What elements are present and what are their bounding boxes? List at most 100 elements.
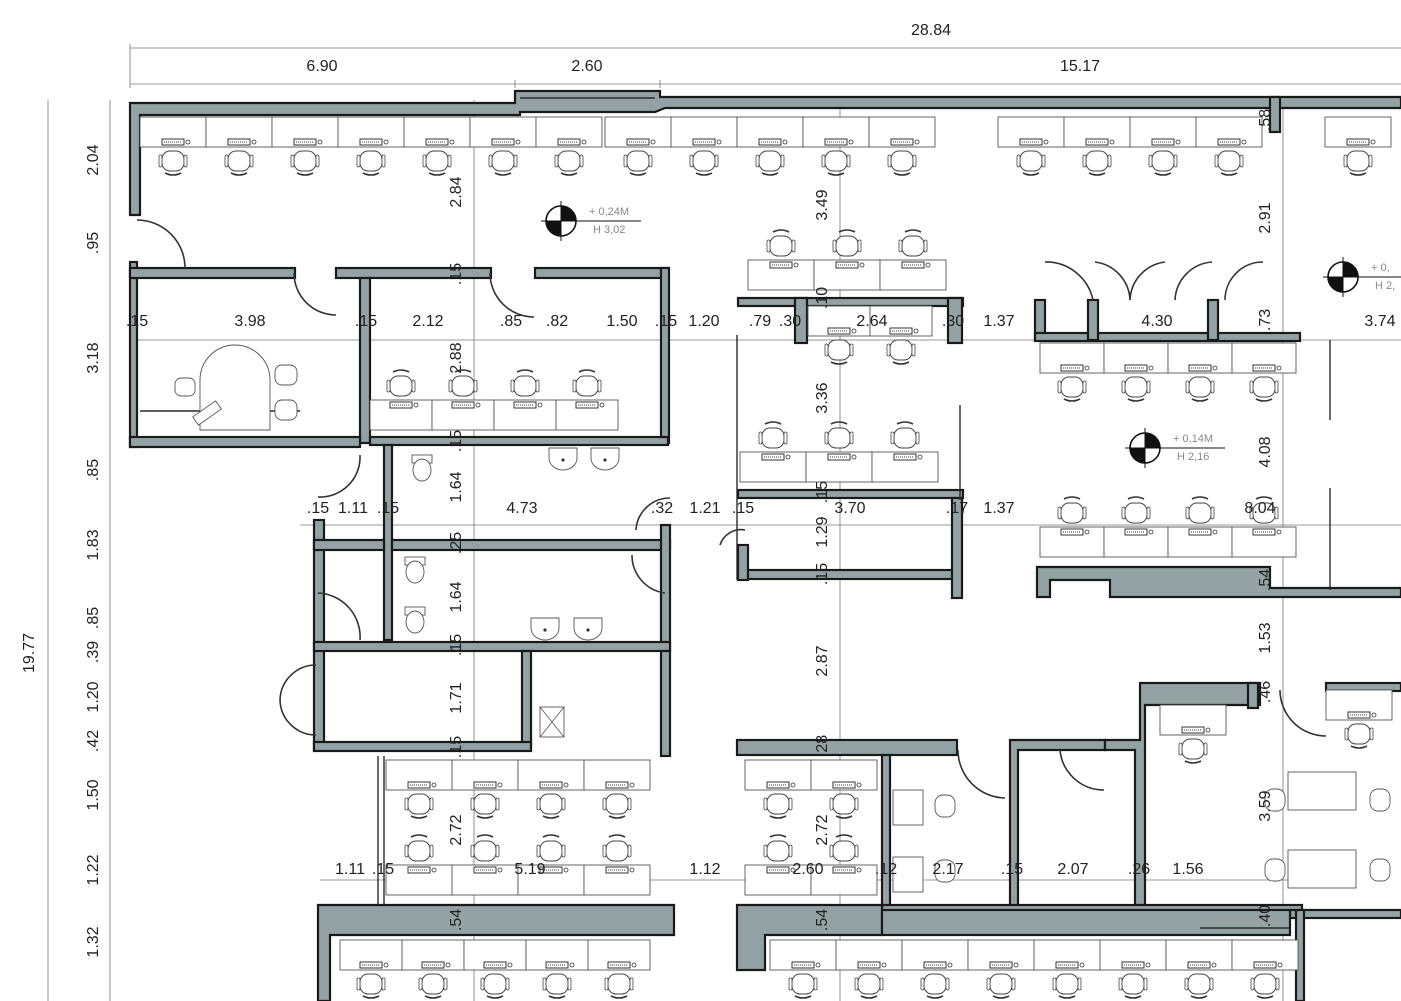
level-marker-top: + 0,: [1371, 262, 1390, 274]
dim-col-1: 2.88: [448, 342, 465, 373]
workstation: [604, 116, 672, 176]
workstation: [337, 116, 405, 176]
workstation: [739, 421, 807, 483]
dim-row-c: 1.12: [689, 861, 720, 878]
workstation: [385, 759, 453, 819]
workstation: [769, 939, 837, 999]
dim-col-2: 1.29: [814, 516, 831, 547]
workstation: [901, 939, 969, 999]
workstation: [517, 834, 585, 896]
dim-row-c: .15: [372, 861, 394, 878]
dim-col-2: .10: [814, 287, 831, 309]
dim-col-2: 3.49: [814, 189, 831, 220]
dim-col-1: 1.64: [448, 471, 465, 502]
dim-overall-height: 19.77: [21, 633, 38, 673]
dim-col-1: .54: [448, 909, 465, 931]
dim-row-a: 2.64: [856, 313, 887, 330]
workstation: [869, 305, 933, 365]
workstation: [401, 939, 465, 999]
workstation: [744, 834, 812, 896]
door-swings: [136, 219, 1327, 799]
workstation: [525, 939, 589, 999]
dim-left: 1.22: [85, 854, 102, 885]
dim-row-a: .15: [126, 313, 148, 330]
workstation: [1033, 939, 1101, 999]
level-marker-bottom: H 2,16: [1177, 451, 1209, 463]
workstation: [369, 369, 433, 431]
dim-row-a: 3.98: [234, 313, 265, 330]
workstation: [431, 369, 495, 431]
dim-col-1: 1.71: [448, 682, 465, 713]
dim-col-2: 2.72: [814, 814, 831, 845]
workstation: [879, 229, 947, 291]
side-office-desks: [892, 771, 1391, 893]
workstation: [1039, 496, 1105, 558]
window-lines: [140, 97, 1331, 929]
dim-row-b: 3.70: [834, 500, 865, 517]
dim-row-b: 4.73: [506, 500, 537, 517]
dim-left: 1.32: [85, 926, 102, 957]
level-marker: + 0, H 2,: [1323, 257, 1401, 297]
dim-row-a: .82: [546, 313, 568, 330]
dim-row-a: .85: [500, 313, 522, 330]
manager-desk: [174, 344, 298, 431]
dim-row-a: .79: [749, 313, 771, 330]
workstation: [271, 116, 339, 176]
dimension-labels: 28.84 6.90 2.60 15.17 2.04 .95 3.18 .85 …: [21, 22, 1396, 958]
workstation: [451, 759, 519, 819]
workstation: [1195, 116, 1263, 176]
dim-row-b: 1.11: [338, 500, 368, 517]
workstation: [997, 116, 1065, 176]
workstation: [1231, 939, 1299, 999]
workstation: [583, 834, 651, 896]
dim-left: 1.83: [85, 529, 102, 560]
dim-left: 1.50: [85, 779, 102, 810]
workstation: [810, 834, 878, 896]
workstation: [1063, 116, 1131, 176]
dim-col-1: .15: [448, 263, 465, 285]
dim-row-b: .15: [377, 500, 399, 517]
dim-col-2: .54: [814, 909, 831, 931]
dim-top: 2.60: [571, 58, 602, 75]
dim-col-3: 4.08: [1257, 436, 1274, 467]
dim-row-a: .15: [655, 313, 677, 330]
level-marker-bottom: H 3,02: [593, 224, 625, 236]
dim-row-b: 8.04: [1244, 500, 1275, 517]
dim-row-c: .15: [1001, 861, 1023, 878]
workstation: [670, 116, 738, 176]
workstation: [205, 116, 273, 176]
dim-row-c: 2.07: [1057, 861, 1088, 878]
workstation: [469, 116, 537, 176]
workstation: [736, 116, 804, 176]
dim-col-1: .15: [448, 634, 465, 656]
workstation: [1129, 116, 1197, 176]
workstation: [1103, 342, 1169, 402]
dim-col-2: 2.87: [814, 645, 831, 676]
dim-row-a: 1.20: [688, 313, 719, 330]
workstation: [747, 229, 815, 291]
workstation: [802, 116, 870, 176]
dim-row-a: 1.50: [606, 313, 637, 330]
dim-row-c: 2.17: [932, 861, 963, 878]
workstation: [1231, 342, 1297, 402]
workstation: [385, 834, 453, 896]
dim-col-2: .28: [814, 735, 831, 757]
dim-left: .95: [85, 232, 102, 254]
dim-col-1: .15: [448, 430, 465, 452]
level-marker: + 0,24M H 3,02: [541, 201, 641, 241]
dim-row-b: 1.21: [689, 500, 720, 517]
workstation: [1039, 342, 1105, 402]
dim-col-3: .40: [1257, 905, 1274, 927]
level-marker-bottom: H 2,: [1375, 280, 1395, 292]
workstation: [1103, 496, 1169, 558]
workstation: [555, 369, 619, 431]
toilets: [404, 447, 620, 738]
furniture: [139, 116, 1393, 999]
dim-overall-width: 28.84: [911, 22, 951, 39]
dim-row-a: .30: [942, 313, 964, 330]
workstation: [1231, 496, 1297, 558]
dim-left: .42: [85, 730, 102, 752]
dim-top: 6.90: [306, 58, 337, 75]
dim-col-3: 1.53: [1257, 622, 1274, 653]
